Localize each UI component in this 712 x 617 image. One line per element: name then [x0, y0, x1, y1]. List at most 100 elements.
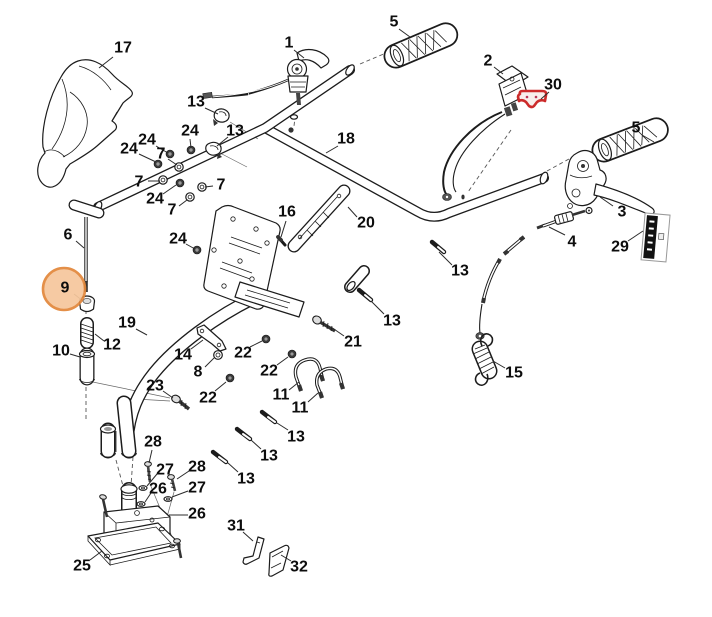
- callout-5[interactable]: 5: [390, 14, 411, 38]
- callout-24[interactable]: 24: [138, 132, 169, 154]
- callout-13[interactable]: 13: [250, 439, 278, 465]
- leader-line: [162, 390, 174, 399]
- part-screw-28[interactable]: [144, 461, 177, 492]
- callout-28[interactable]: 28: [176, 459, 206, 480]
- part-washer-8[interactable]: [213, 350, 223, 360]
- part-bolt-21[interactable]: [311, 314, 336, 333]
- part-base-mount-25[interactable]: [87, 482, 183, 567]
- callout-5[interactable]: 5: [632, 120, 655, 143]
- part-pin-13[interactable]: [210, 239, 447, 465]
- leader-line: [189, 138, 192, 149]
- part-switch-2[interactable]: [442, 65, 529, 201]
- part-bracket-31[interactable]: [242, 536, 265, 565]
- part-handlebar-lower-19[interactable]: [120, 289, 265, 448]
- part-lever-14[interactable]: [196, 324, 227, 352]
- callout-23[interactable]: 23: [146, 378, 174, 399]
- nut-24[interactable]: [153, 145, 202, 255]
- callout-22[interactable]: 22: [260, 356, 289, 380]
- callout-1[interactable]: 1: [285, 35, 305, 59]
- callout-11[interactable]: 11: [292, 392, 319, 417]
- callout-16[interactable]: 16: [278, 204, 296, 238]
- part-grip-5-right[interactable]: [591, 117, 669, 163]
- part-label-29[interactable]: [640, 212, 671, 263]
- part-throttle-lever-1[interactable]: [202, 48, 330, 105]
- callout-21[interactable]: 21: [330, 326, 362, 351]
- part-number: 29: [611, 239, 629, 256]
- callout-26[interactable]: 26: [144, 481, 167, 503]
- part-nut-22[interactable]: [225, 334, 297, 383]
- callout-29[interactable]: 29: [611, 230, 644, 256]
- part-washer-27[interactable]: [138, 485, 173, 502]
- part-number: 27: [188, 480, 206, 497]
- callout-18[interactable]: 18: [325, 131, 355, 154]
- callout-4[interactable]: 4: [548, 226, 577, 251]
- part-spring-12[interactable]: [80, 317, 94, 349]
- callout-17[interactable]: 17: [98, 40, 132, 69]
- part-grip-5-top[interactable]: [383, 22, 459, 69]
- callout-3[interactable]: 3: [599, 196, 627, 221]
- leader-line: [227, 462, 239, 473]
- callout-25[interactable]: 25: [73, 550, 103, 575]
- leader-line: [370, 300, 385, 315]
- part-bracket-30-highlighted[interactable]: [516, 89, 548, 109]
- callout-22[interactable]: 22: [234, 340, 263, 362]
- part-pin-16[interactable]: [276, 235, 287, 247]
- callout-27[interactable]: 27: [146, 462, 174, 487]
- callout-24[interactable]: 24: [120, 141, 157, 163]
- callout-12[interactable]: 12: [94, 333, 121, 354]
- callout-26[interactable]: 26: [169, 506, 206, 523]
- callout-24[interactable]: 24: [146, 184, 177, 208]
- callout-6[interactable]: 6: [64, 227, 85, 249]
- callout-13[interactable]: 13: [227, 462, 255, 488]
- part-cover-17[interactable]: [37, 59, 133, 188]
- leader-line: [276, 356, 289, 366]
- callout-2[interactable]: 2: [484, 53, 504, 75]
- callout-15[interactable]: 15: [492, 360, 523, 382]
- callout-24[interactable]: 24: [181, 123, 199, 149]
- callout-19[interactable]: 19: [118, 315, 148, 336]
- part-spring-15[interactable]: [471, 333, 498, 386]
- callout-10[interactable]: 10: [52, 343, 81, 360]
- callout-13[interactable]: 13: [438, 251, 469, 280]
- callout-32[interactable]: 32: [280, 554, 308, 576]
- part-support-bracket[interactable]: [234, 281, 305, 318]
- part-sleeve-10[interactable]: [78, 347, 96, 386]
- callout-28[interactable]: 28: [144, 434, 162, 464]
- leader-line: [347, 206, 358, 218]
- part-clamp-bracket[interactable]: [99, 395, 137, 459]
- part-nut-9[interactable]: [78, 295, 96, 313]
- callout-11[interactable]: 11: [273, 381, 300, 404]
- callout-24[interactable]: 24: [169, 231, 196, 250]
- part-number: 14: [174, 347, 192, 364]
- callout-31[interactable]: 31: [227, 518, 254, 542]
- callout-30[interactable]: 30: [540, 77, 562, 100]
- leader-line: [242, 531, 254, 542]
- callout-14[interactable]: 14: [174, 339, 204, 364]
- callout-20[interactable]: 20: [347, 206, 375, 232]
- callout-13[interactable]: 13: [187, 94, 219, 115]
- callout-9[interactable]: 9: [41, 266, 87, 312]
- leader-line: [288, 381, 300, 391]
- part-bolt-23[interactable]: [170, 394, 191, 411]
- part-bracket-20[interactable]: [287, 184, 351, 253]
- callout-7[interactable]: 7: [168, 199, 188, 219]
- part-cable-4[interactable]: [475, 206, 593, 340]
- leader-line: [627, 230, 644, 242]
- part-brake-lever-3[interactable]: [564, 149, 655, 216]
- callout-7[interactable]: 7: [204, 177, 226, 194]
- part-u-bolt-11[interactable]: [293, 357, 345, 399]
- part-number: 7: [157, 146, 166, 163]
- callout-27[interactable]: 27: [171, 480, 206, 498]
- part-bracket-32[interactable]: [268, 544, 290, 577]
- callout-8[interactable]: 8: [194, 357, 215, 381]
- callout-13[interactable]: 13: [276, 422, 305, 446]
- callout-22[interactable]: 22: [199, 381, 227, 407]
- callout-7[interactable]: 7: [157, 146, 178, 166]
- part-tube-stub[interactable]: [344, 265, 370, 293]
- callout-13[interactable]: 13: [216, 123, 244, 147]
- callout-7[interactable]: 7: [135, 174, 160, 191]
- part-number: 11: [292, 400, 309, 417]
- part-handlebar-crossbar-18[interactable]: [260, 123, 549, 222]
- leader-line: [293, 49, 305, 59]
- callout-13[interactable]: 13: [370, 300, 401, 330]
